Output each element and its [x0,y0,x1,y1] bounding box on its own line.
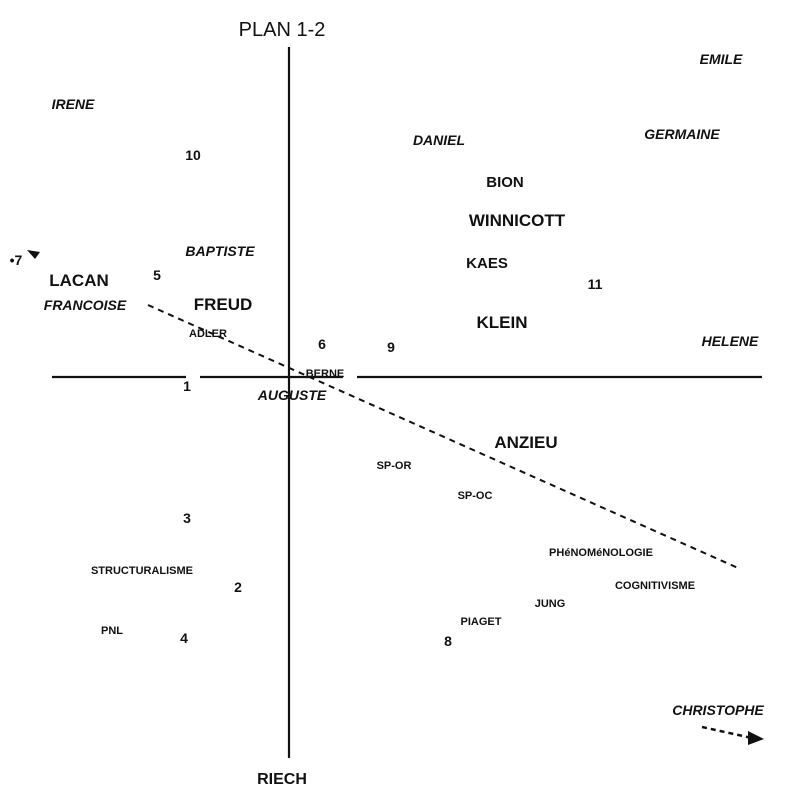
point-label-27: STRUCTURALISME [91,565,193,577]
arrow-left-mark [27,250,40,259]
point-label-0: IRENE [52,96,95,112]
point-label-14: DANIEL [413,132,465,148]
chart-title: PLAN 1-2 [239,19,326,41]
point-label-4: LACAN [49,271,109,290]
point-label-29: COGNITIVISME [615,580,695,592]
axis-label-bottom: RIECH [257,771,307,788]
point-label-31: JUNG [535,598,566,610]
point-label-26: 3 [183,510,191,526]
point-label-7: FREUD [194,295,253,314]
point-label-34: 4 [180,630,188,646]
point-label-23: ANZIEU [494,433,557,452]
christophe-arrow-head [748,731,764,745]
point-label-35: 8 [444,633,452,649]
point-label-6: FRANCOISE [44,297,127,313]
point-label-36: CHRISTOPHE [672,702,764,718]
axis-gap-left [186,372,200,382]
point-label-30: 2 [234,579,242,595]
dashed-trajectory [147,304,739,569]
point-label-20: 11 [588,276,603,292]
point-label-32: PIAGET [461,616,502,628]
point-label-18: WINNICOTT [469,211,566,230]
point-label-21: KLEIN [477,313,528,332]
point-label-11: BERNE [306,368,345,380]
point-label-28: PHéNOMéNOLOGIE [549,547,653,559]
point-label-9: 6 [318,336,326,352]
point-label-3: •7 [10,252,23,268]
point-label-24: SP-OR [377,460,412,472]
point-label-13: AUGUSTE [257,387,327,403]
point-label-17: BION [486,174,524,191]
point-label-22: HELENE [702,333,759,349]
christophe-arrow-line [701,725,753,740]
point-label-12: 1 [183,378,191,394]
point-label-16: GERMAINE [644,126,720,142]
point-label-19: KAES [466,255,508,272]
point-label-15: EMILE [700,51,743,67]
axis-gap-right [343,372,357,382]
point-label-5: 5 [153,267,161,283]
point-label-10: 9 [387,339,395,355]
point-label-1: 10 [185,147,201,163]
point-label-25: SP-OC [458,490,493,502]
point-label-33: PNL [101,625,123,637]
point-label-2: BAPTISTE [185,243,255,259]
point-label-8: ADLER [189,328,227,340]
